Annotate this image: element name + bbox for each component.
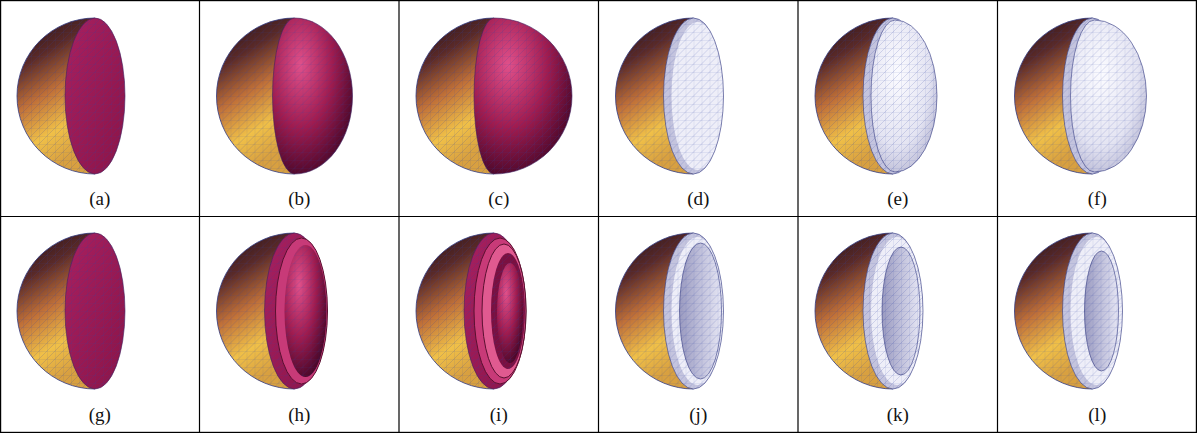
panel-label: (d) (601, 188, 797, 210)
panel-label: (f) (1000, 188, 1196, 210)
panel-label: (g) (2, 404, 198, 426)
panel-label: (h) (202, 404, 398, 426)
panel-label: (b) (202, 188, 398, 210)
panel-label: (k) (800, 404, 996, 426)
panel-label: (c) (401, 188, 597, 210)
panel-label: (j) (601, 404, 797, 426)
panel-label: (l) (1000, 404, 1196, 426)
panel-label: (a) (2, 188, 198, 210)
panel-label: (e) (800, 188, 996, 210)
panel-label: (i) (401, 404, 597, 426)
